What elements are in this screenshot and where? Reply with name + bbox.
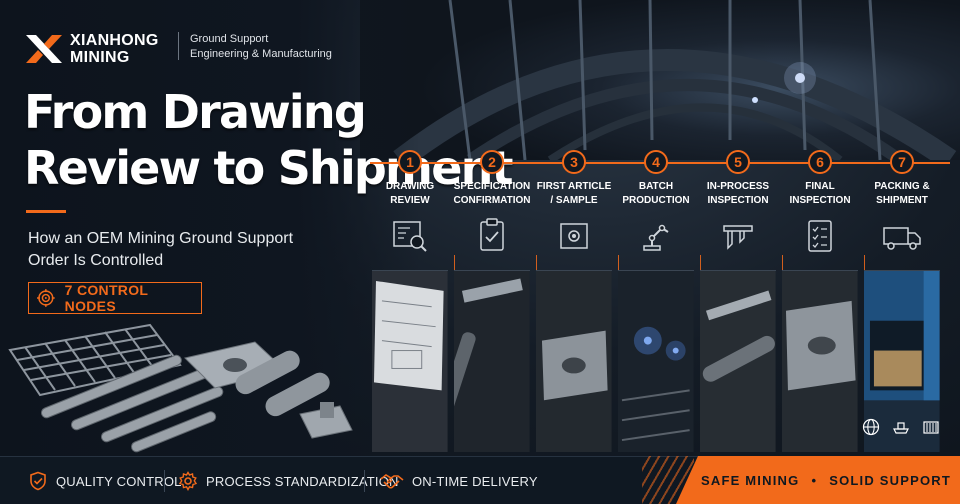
step-label-line2: INSPECTION (707, 195, 769, 206)
mine-tunnel-image (360, 0, 960, 160)
gear-icon (178, 471, 198, 491)
ship-icon (893, 422, 909, 434)
step-label-line2: PRODUCTION (622, 195, 690, 206)
production-photo (618, 270, 694, 452)
step-label-line2: / SAMPLE (550, 195, 598, 206)
step-label-line2: SHIPMENT (876, 195, 928, 206)
truck-icon (883, 227, 921, 250)
brand-logo: XIANHONG MINING (24, 32, 159, 66)
final-plate-photo (782, 270, 858, 452)
step-label: PACKING & SHIPMENT (862, 180, 942, 210)
step-in-process-inspection: 5 IN-PROCESS INSPECTION (698, 150, 778, 452)
step-label: DRAWING REVIEW (370, 180, 450, 210)
step-number: 4 (644, 150, 668, 174)
sample-plate-photo (536, 270, 612, 452)
step-packing-shipment: 7 PACKING & SHIPMENT (862, 150, 942, 452)
step-number: 1 (398, 150, 422, 174)
step-number: 6 (808, 150, 832, 174)
globe-icon (862, 418, 880, 436)
step-number: 7 (890, 150, 914, 174)
slogan-left: SAFE MINING (701, 472, 800, 488)
caliper-icon (723, 225, 753, 250)
subtitle-line2: Order Is Controlled (28, 252, 164, 269)
checklist-icon (808, 220, 832, 252)
title-line2: Review to Shipment (24, 141, 514, 195)
tagline-line2: Engineering & Manufacturing (190, 48, 332, 60)
feature-process-standardization: PROCESS STANDARDIZATION (178, 471, 399, 491)
title-line1: From Drawing (24, 85, 367, 139)
brand-divider (178, 32, 179, 60)
products-image (8, 323, 353, 453)
shipping-icons (862, 418, 940, 436)
slogan-right: SOLID SUPPORT (829, 472, 951, 488)
step-label-line1: PACKING & (874, 181, 930, 192)
subtitle: How an OEM Mining Ground Support Order I… (28, 228, 328, 272)
feature-divider (364, 470, 365, 492)
control-nodes-badge: 7 CONTROL NODES (28, 282, 202, 314)
plate-sample-icon (560, 223, 588, 249)
brand-name-line2: MINING (70, 49, 130, 66)
brand-name-line1: XIANHONG (70, 32, 159, 49)
container-icon (923, 421, 939, 434)
step-specification-confirmation: 2 SPECIFICATION CONFIRMATION (452, 150, 532, 452)
title-accent-rule (26, 210, 66, 213)
target-icon (37, 289, 55, 307)
badge-label: 7 CONTROL NODES (64, 282, 149, 314)
step-label: SPECIFICATION CONFIRMATION (452, 180, 532, 210)
subtitle-line1: How an OEM Mining Ground Support (28, 230, 294, 247)
step-label: IN-PROCESS INSPECTION (698, 180, 778, 210)
feature-divider (164, 470, 165, 492)
drawing-photo (372, 270, 448, 452)
process-steps: 1 DRAWING REVIEW 2 SPECIFICATION CONFIRM… (370, 150, 950, 452)
step-number: 5 (726, 150, 750, 174)
step-label-line1: DRAWING (385, 181, 435, 192)
x-logo-icon (26, 35, 62, 63)
step-label-line1: SPECIFICATION (453, 181, 531, 192)
container-photo (864, 270, 940, 452)
feature-label: PROCESS STANDARDIZATION (206, 473, 399, 489)
inspection-photo (700, 270, 776, 452)
slogan-bullet: • (811, 472, 818, 488)
step-number: 3 (562, 150, 586, 174)
brand-tagline: Ground Support Engineering & Manufacturi… (190, 32, 332, 62)
step-final-inspection: 6 FINAL INSPECTION (780, 150, 860, 452)
caliper-photo (454, 270, 530, 452)
brand-name: XIANHONG MINING (70, 32, 159, 66)
feature-label: ON-TIME DELIVERY (412, 473, 538, 489)
step-first-article-sample: 3 FIRST ARTICLE / SAMPLE (534, 150, 614, 452)
step-label-line1: IN-PROCESS (706, 181, 770, 192)
step-label-line2: REVIEW (390, 195, 430, 206)
step-drawing-review: 1 DRAWING REVIEW (370, 150, 450, 452)
step-label-line1: FINAL (805, 181, 835, 192)
clipboard-check-icon (480, 218, 504, 251)
step-label-line1: BATCH (638, 181, 674, 192)
page-title: From Drawing Review to Shipment (24, 84, 514, 196)
step-batch-production: 4 BATCH PRODUCTION (616, 150, 696, 452)
feature-quality-control: QUALITY CONTROL (28, 471, 182, 491)
feature-on-time-delivery: ON-TIME DELIVERY (380, 471, 538, 491)
step-label: BATCH PRODUCTION (616, 180, 696, 210)
shield-check-icon (30, 471, 46, 491)
step-label: FINAL INSPECTION (780, 180, 860, 210)
robot-arm-icon (643, 224, 669, 251)
tagline-line1: Ground Support (190, 33, 269, 45)
step-label-line2: INSPECTION (789, 195, 851, 206)
step-number: 2 (480, 150, 504, 174)
step-label-line1: FIRST ARTICLE (536, 181, 612, 192)
step-label: FIRST ARTICLE / SAMPLE (534, 180, 614, 210)
step-label-line2: CONFIRMATION (453, 195, 531, 206)
feature-label: QUALITY CONTROL (56, 473, 182, 489)
handshake-icon (380, 474, 404, 489)
slogan-banner: SAFE MINING • SOLID SUPPORT (676, 456, 960, 504)
blueprint-magnifier-icon (393, 221, 427, 252)
